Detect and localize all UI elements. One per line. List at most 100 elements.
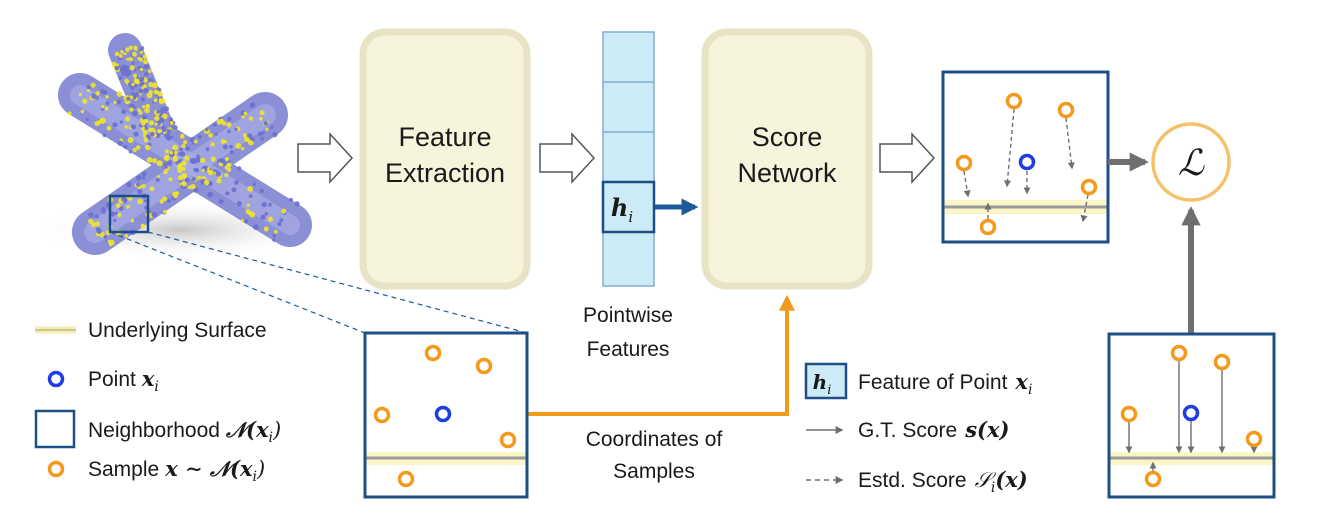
legend-surface-label: Underlying Surface — [88, 319, 267, 342]
cloud-point-blue — [243, 218, 249, 224]
cloud-point-blue — [260, 214, 266, 220]
cloud-point-yellow — [113, 100, 117, 105]
cloud-point-blue — [218, 199, 224, 205]
neighborhood-samples-panel — [363, 331, 529, 499]
cloud-point-yellow — [140, 224, 145, 229]
cloud-point-yellow — [156, 175, 160, 179]
legend-neighborhood-icon — [34, 409, 76, 449]
cloud-point-blue — [123, 144, 128, 149]
hollow-arrow-3 — [879, 132, 936, 184]
cloud-point-yellow — [240, 219, 245, 223]
sample-point — [397, 470, 415, 488]
cloud-point-blue — [136, 188, 143, 195]
sample-point — [373, 406, 391, 424]
cloud-point-blue — [196, 154, 200, 159]
cloud-point-yellow — [152, 82, 158, 89]
score-network-label-line2: Network — [737, 158, 837, 188]
cloud-point-blue — [167, 199, 171, 203]
cloud-point-yellow — [131, 51, 137, 57]
cloud-point-yellow — [160, 98, 166, 103]
cloud-point-blue — [133, 131, 139, 137]
cloud-point-blue — [260, 137, 264, 141]
cloud-point-yellow — [148, 81, 154, 88]
sample-point — [1245, 430, 1263, 448]
cloud-point-yellow — [208, 133, 214, 138]
cloud-point-blue — [207, 191, 213, 198]
cloud-point-yellow — [132, 73, 138, 79]
cloud-point-yellow — [153, 89, 159, 95]
cloud-point-blue — [272, 233, 277, 238]
cloud-point-yellow — [181, 172, 188, 179]
cloud-point-blue — [149, 78, 154, 83]
cloud-point-yellow — [162, 196, 168, 202]
cloud-point-yellow — [203, 179, 210, 186]
cloud-point-yellow — [115, 203, 121, 209]
cloud-point-blue — [151, 211, 157, 218]
cloud-point-yellow — [105, 95, 109, 99]
cloud-point-blue — [112, 122, 118, 128]
cloud-point-blue — [172, 125, 178, 131]
cloud-point-yellow — [152, 158, 158, 164]
cloud-point-yellow — [136, 145, 141, 150]
cloud-point-yellow — [182, 167, 186, 171]
cloud-point-yellow — [67, 111, 72, 116]
estimated-score-arrow — [1080, 194, 1089, 223]
neighborhood-box — [108, 194, 150, 234]
cloud-point-blue — [205, 127, 209, 132]
cloud-point-blue — [294, 201, 300, 207]
cloud-point-blue — [191, 176, 197, 182]
cloud-point-yellow — [88, 218, 94, 224]
cloud-point-yellow — [201, 168, 205, 172]
cloud-point-blue — [114, 65, 120, 71]
cloud-point-yellow — [106, 125, 112, 131]
cloud-point-blue — [264, 212, 269, 216]
cloud-point-blue — [145, 134, 150, 138]
cloud-point-yellow — [143, 137, 149, 143]
cloud-point-blue — [178, 152, 182, 156]
cloud-point-yellow — [157, 91, 163, 97]
cloud-point-yellow — [120, 50, 124, 54]
cloud-point-blue — [143, 87, 149, 93]
cloud-point-blue — [279, 218, 284, 223]
cloud-point-blue — [94, 214, 99, 219]
cloud-point-yellow — [90, 82, 96, 88]
sample-point — [1120, 405, 1138, 423]
cloud-point-yellow — [94, 221, 100, 227]
cloud-point-blue — [113, 218, 117, 223]
cloud-point-yellow — [173, 194, 178, 199]
samples-caption-line2: Samples — [613, 460, 695, 483]
center-point — [434, 405, 452, 423]
cloud-point-blue — [116, 99, 122, 105]
sample-point — [475, 357, 493, 375]
cloud-point-blue — [121, 64, 128, 71]
cloud-point-yellow — [124, 233, 129, 238]
cloud-point-yellow — [227, 162, 232, 168]
cloud-point-yellow — [178, 163, 182, 167]
ground-truth-score-panel — [1107, 332, 1276, 499]
cloud-point-yellow — [127, 137, 134, 144]
estimated-score-arrow — [963, 170, 971, 198]
cloud-point-yellow — [168, 177, 173, 182]
cloud-point-blue — [212, 122, 217, 127]
cloud-point-blue — [143, 199, 147, 203]
cloud-point-blue — [252, 182, 256, 186]
cloud-point-yellow — [235, 142, 242, 149]
cloud-point-yellow — [248, 116, 254, 121]
cloud-point-yellow — [143, 59, 148, 65]
cloud-point-yellow — [148, 69, 152, 73]
point-cloud-illustration — [30, 33, 330, 260]
loss-symbol: ℒ — [1178, 143, 1205, 184]
point-cloud-points — [67, 45, 300, 247]
cloud-point-yellow — [199, 157, 206, 163]
cloud-point-yellow — [129, 107, 134, 112]
cloud-point-blue — [228, 144, 234, 149]
cloud-point-blue — [236, 201, 242, 207]
cloud-point-blue — [100, 89, 106, 94]
cloud-point-blue — [164, 133, 171, 140]
cloud-point-blue — [138, 88, 144, 94]
cloud-point-blue — [234, 127, 238, 132]
cloud-point-blue — [261, 201, 267, 208]
feature-extraction-label-line2: Extraction — [385, 158, 505, 188]
legend-feature-icon — [804, 362, 848, 400]
